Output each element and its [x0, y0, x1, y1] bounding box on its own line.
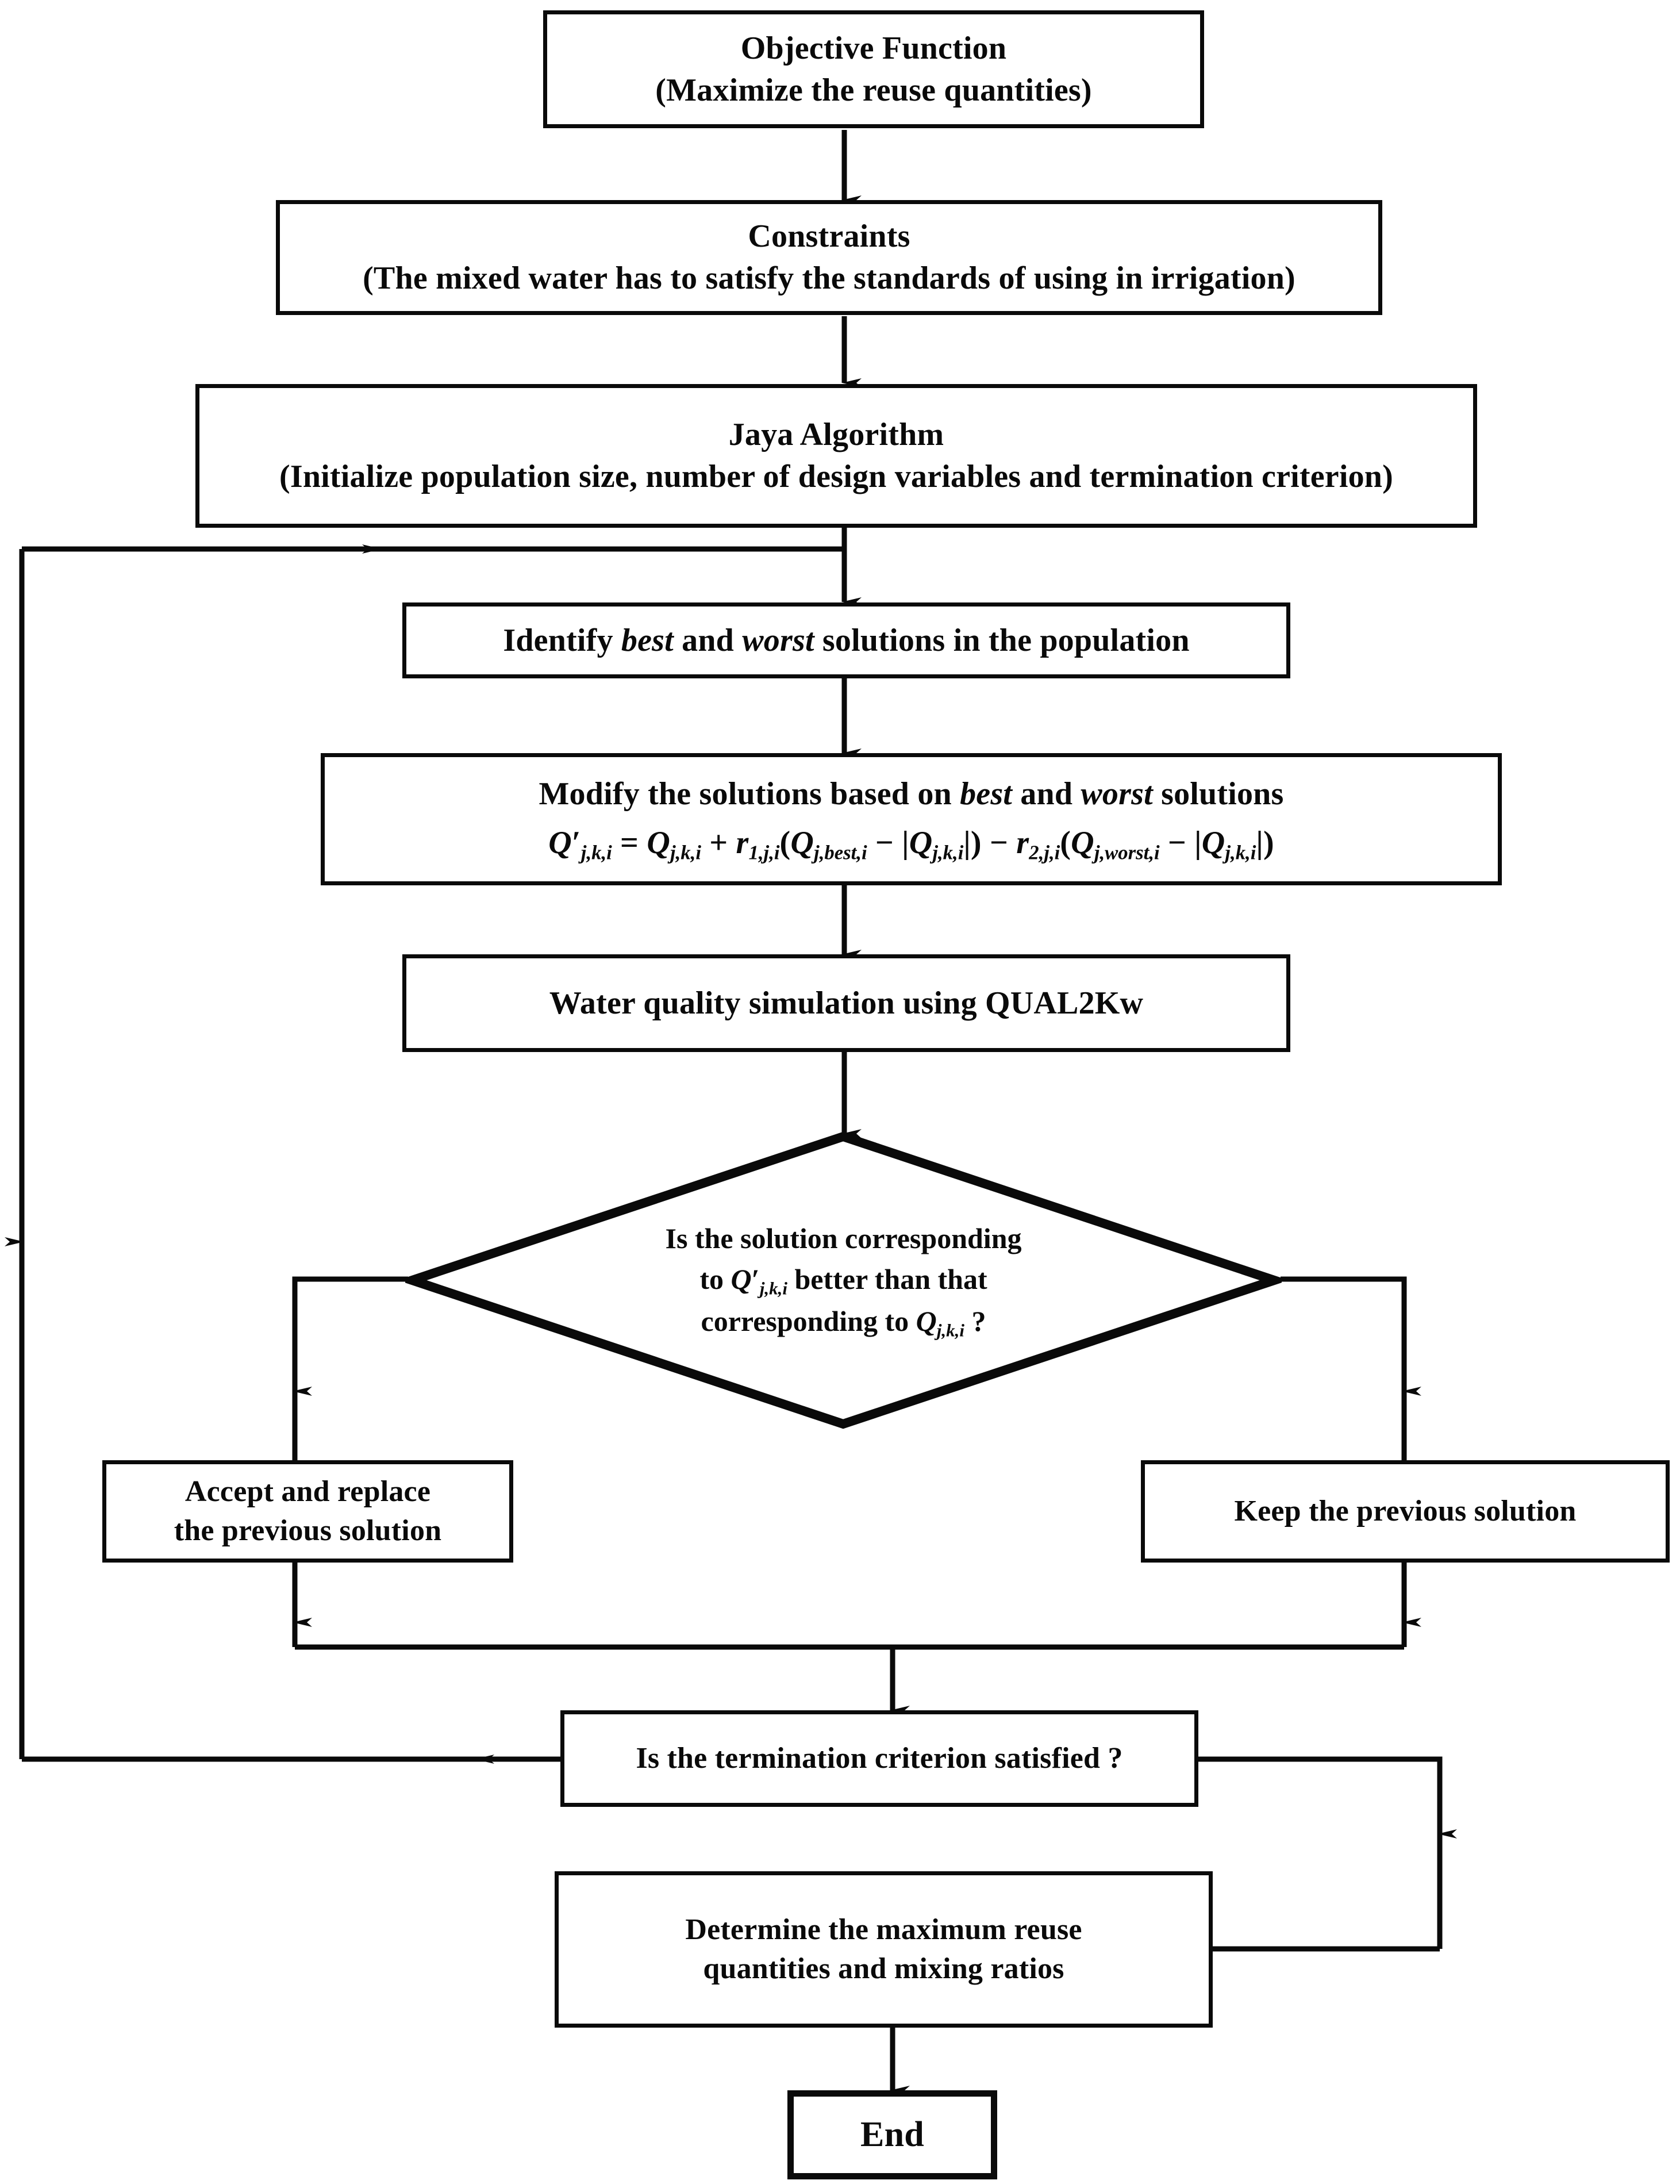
formula-r2-var: r — [1016, 824, 1029, 861]
formula-abs1-open: | — [902, 824, 909, 861]
formula-t3-var: Q — [909, 824, 933, 861]
formula-lhs-var: Q — [548, 824, 572, 861]
modify-emphasis-best: best — [960, 776, 1013, 812]
identify-emphasis-best: best — [621, 622, 674, 658]
modify-emphasis-worst: worst — [1081, 776, 1153, 812]
edge-decision-to-accept — [292, 1276, 408, 1396]
constraints-line-2: (The mixed water has to satisfy the stan… — [363, 260, 1295, 296]
accept-line-1: Accept and replace — [184, 1475, 431, 1509]
node-objective-function[interactable]: Objective Function (Maximize the reuse q… — [543, 10, 1204, 128]
simulation-text: Water quality simulation using QUAL2Kw — [549, 985, 1144, 1021]
constraints-line-1: Constraints — [748, 218, 910, 255]
node-water-quality-simulation[interactable]: Water quality simulation using QUAL2Kw — [402, 954, 1290, 1052]
node-accept-and-replace[interactable]: Accept and replace the previous solution — [102, 1460, 513, 1563]
keep-text: Keep the previous solution — [1234, 1495, 1577, 1528]
jaya-line-1: Jaya Algorithm — [728, 417, 944, 453]
formula-plus: + — [701, 824, 736, 861]
node-constraints[interactable]: Constraints (The mixed water has to sati… — [276, 200, 1382, 315]
edge-termination-to-determine-right — [1198, 1756, 1457, 1838]
node-decision-better-solution[interactable]: Is the solution corresponding to Q′j,k,i… — [405, 1130, 1282, 1431]
determine-line-1: Determine the maximum reuse — [685, 1913, 1082, 1947]
identify-text: Identify best and worst solutions in the… — [417, 620, 1276, 662]
formula-open2: ( — [1060, 824, 1071, 861]
formula-minus2: − — [981, 824, 1017, 861]
formula-r1-sub: 1,j,i — [748, 841, 780, 864]
formula-t4-var: Q — [1071, 824, 1094, 861]
formula-close1: ) — [970, 824, 982, 861]
formula-t5-sub: j,k,i — [1225, 841, 1256, 864]
formula-abs2-open: | — [1194, 824, 1202, 861]
formula-t1-sub: j,k,i — [670, 841, 701, 864]
node-end[interactable]: End — [787, 2090, 997, 2179]
determine-line-2: quantities and mixing ratios — [703, 1952, 1064, 1985]
accept-line-2: the previous solution — [174, 1514, 442, 1547]
formula-r2-sub: 2,j,i — [1029, 841, 1060, 864]
modify-post: solutions — [1152, 776, 1284, 812]
formula-open1: ( — [779, 824, 791, 861]
formula-r1-var: r — [736, 824, 749, 861]
modify-mid: and — [1012, 776, 1081, 812]
node-modify-solutions[interactable]: Modify the solutions based on best and w… — [321, 753, 1502, 885]
modify-headline: Modify the solutions based on best and w… — [335, 773, 1487, 815]
node-termination-criterion[interactable]: Is the termination criterion satisfied ? — [560, 1710, 1198, 1807]
formula-abs1-close: | — [963, 824, 971, 861]
formula-minus1: − — [867, 824, 902, 861]
formula-eq: = — [612, 824, 647, 861]
node-jaya-algorithm[interactable]: Jaya Algorithm (Initialize population si… — [195, 384, 1477, 528]
formula-t3-sub: j,k,i — [932, 841, 964, 864]
formula-lhs-prime: ′ — [571, 824, 581, 861]
jaya-line-2: (Initialize population size, number of d… — [279, 459, 1393, 494]
formula-t2-var: Q — [790, 824, 814, 861]
formula-close2: ) — [1263, 824, 1274, 861]
identify-post: solutions in the population — [814, 622, 1190, 658]
decision-diamond-shape — [405, 1131, 1282, 1429]
formula-t2-sub: j,best,i — [814, 841, 867, 864]
objective-line-1: Objective Function — [740, 30, 1007, 66]
identify-mid: and — [673, 622, 743, 658]
identify-pre: Identify — [503, 622, 621, 658]
formula-t4-sub: j,worst,i — [1094, 841, 1160, 864]
node-keep-previous-solution[interactable]: Keep the previous solution — [1141, 1460, 1670, 1563]
modify-pre: Modify the solutions based on — [539, 776, 960, 812]
edge-decision-to-keep — [1281, 1276, 1421, 1396]
formula-t1-var: Q — [647, 824, 670, 861]
end-text: End — [860, 2115, 924, 2155]
formula-t5-var: Q — [1201, 824, 1225, 861]
identify-emphasis-worst: worst — [742, 622, 814, 658]
objective-line-2: (Maximize the reuse quantities) — [655, 72, 1092, 108]
formula-lhs-sub: j,k,i — [580, 841, 612, 864]
node-identify-best-worst[interactable]: Identify best and worst solutions in the… — [402, 602, 1290, 678]
node-determine-maximum-reuse[interactable]: Determine the maximum reuse quantities a… — [555, 1871, 1213, 2028]
formula-abs2-close: | — [1256, 824, 1263, 861]
formula-minus3: − — [1159, 824, 1195, 861]
termination-text: Is the termination criterion satisfied ? — [636, 1742, 1123, 1775]
modify-formula: Q′j,k,i = Qj,k,i + r1,j,i(Qj,best,i − |Q… — [335, 822, 1487, 866]
